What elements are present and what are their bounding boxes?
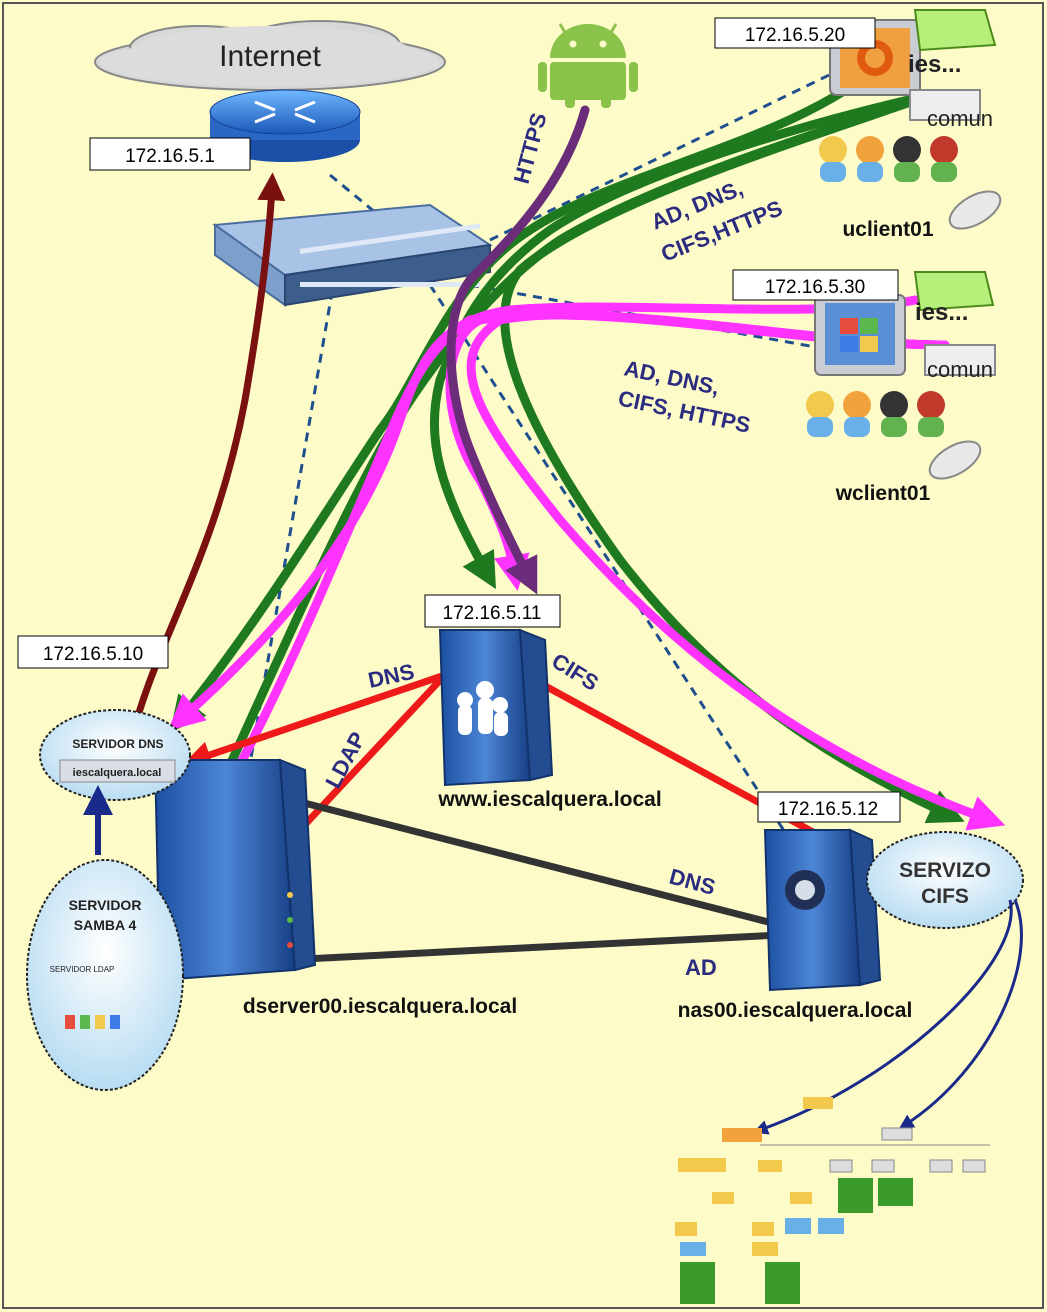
nas-ip-box [757,791,901,823]
ldap-tree-icon [65,1015,120,1029]
switch-icon [212,203,493,307]
wclient-folder-icon [913,271,995,312]
uclient-folder-ies: ies... [908,51,961,78]
dserver-server-icon [153,758,317,982]
link-switch-nas [428,284,792,841]
link-switch-dserver [233,274,337,851]
www-ip: 172.16.5.11 [443,603,542,624]
label-ad-nas: AD [685,955,717,980]
samba-cloud [26,859,184,1091]
wclient-users-icon [806,391,945,437]
uclient-folder-icon [913,9,997,52]
internet-ip-box [89,137,251,171]
arrow-android-www [446,105,590,595]
cifs-label-1: SERVIZO [899,859,991,882]
wclient-ip: 172.16.5.30 [765,277,865,298]
dns-cloud [39,709,191,801]
internet-ip: 172.16.5.1 [125,146,215,167]
cifs-cloud [866,831,1024,929]
wclient-computer-icon [814,294,996,480]
dns-cloud-zone-box [59,759,176,783]
link-switch-uclient [489,58,861,242]
dserver-name: dserver00.iescalquera.local [243,995,517,1018]
internet-label: Internet [219,40,321,73]
nas-name: nas00.iescalquera.local [678,999,913,1022]
internet-cloud [94,20,446,91]
wclient-name: wclient01 [835,482,931,505]
uclient-name: uclient01 [842,218,933,241]
folder-tree-icon [675,1097,990,1304]
ldap-cloud-label: SERVIDOR LDAP [50,965,115,974]
wclient-folder-comun: comun [927,357,993,382]
uclient-ip-box [714,17,876,49]
uclient-users-icon [819,136,958,182]
wclient-ip-box [732,269,899,301]
www-server-icon [438,628,554,787]
samba-label-2: SAMBA 4 [74,917,137,933]
link-router-switch [329,173,446,272]
nas-server-icon [763,828,882,992]
dserver-ip: 172.16.5.10 [43,644,143,665]
nas-ip: 172.16.5.12 [778,799,878,820]
samba-label-1: SERVIDOR [69,897,142,913]
router-icon [209,89,361,162]
dserver-ip-box [17,635,169,669]
www-ip-box [424,594,561,628]
www-name: www.iescalquera.local [437,788,661,811]
cifs-label-2: CIFS [921,885,969,908]
magenta-arrows [161,295,1006,904]
dns-cloud-title: SERVIDOR DNS [72,737,163,751]
wclient-folder-ies: ies... [915,299,968,326]
uclient-folder-comun: comun [927,106,993,131]
android-icon [538,23,638,108]
uclient-ip: 172.16.5.20 [745,25,845,46]
dns-cloud-zone: iescalquera.local [73,767,162,779]
